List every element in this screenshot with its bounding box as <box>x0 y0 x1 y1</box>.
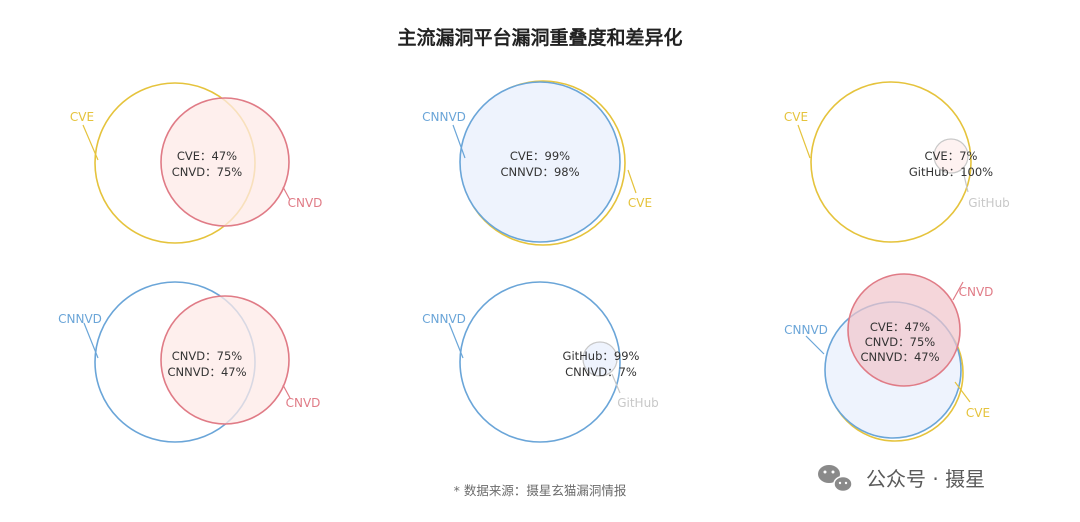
overlap-line: CVE：47% <box>870 320 930 334</box>
venn-cnnvd-cnvd: CNNVD CNVD CNVD：75% CNNVD：47% <box>58 281 321 443</box>
overlap-line: CNNVD：47% <box>860 350 939 364</box>
set-label-cnvd: CNVD <box>959 285 994 299</box>
label-leader-github <box>611 373 621 394</box>
overlap-line: CNVD：75% <box>172 165 242 179</box>
label-leader-cnvd <box>952 281 964 301</box>
label-leader-cve <box>797 124 811 159</box>
overlap-line: GitHub：100% <box>909 165 993 179</box>
overlap-line: GitHub：99% <box>563 349 640 363</box>
overlap-line: CNNVD：98% <box>500 165 579 179</box>
circle-cnnvd <box>459 281 621 443</box>
circle-cve <box>810 81 972 243</box>
figure-title: 主流漏洞平台漏洞重叠度和差异化 <box>397 26 682 49</box>
data-source-footnote: * 数据来源：摄星玄猫漏洞情报 <box>454 483 627 498</box>
label-leader-cve <box>627 169 637 194</box>
set-label-cve: CVE <box>628 196 652 210</box>
brand-watermark: 公众号 · 摄星 <box>866 467 985 491</box>
circle-cnvd <box>160 295 290 425</box>
set-label-github: GitHub <box>968 196 1010 210</box>
venn-cve-cnvd-cnnvd: CNVD CNNVD CVE CVE：47% CNVD：75% CNNVD：47… <box>784 273 994 442</box>
label-leader-cnnvd <box>452 124 466 159</box>
wechat-icon <box>818 465 853 493</box>
overlap-line: CVE：47% <box>177 149 237 163</box>
set-label-cve: CVE <box>784 110 808 124</box>
venn-cve-cnnvd: CNNVD CVE CVE：99% CNNVD：98% <box>422 80 652 246</box>
circle-cnvd <box>847 273 961 387</box>
circle-github <box>582 341 618 377</box>
venn-cve-cnvd: CVE CNVD CVE：47% CNVD：75% <box>70 82 323 244</box>
venn-cve-github: CVE GitHub CVE：7% GitHub：100% <box>784 81 1010 243</box>
circle-cnnvd <box>459 81 621 243</box>
circle-github <box>933 138 969 174</box>
set-label-cnnvd: CNNVD <box>784 323 828 337</box>
set-label-cnnvd: CNNVD <box>422 110 466 124</box>
set-label-cve: CVE <box>966 406 990 420</box>
label-leader-cnnvd <box>83 322 99 359</box>
set-label-cnvd: CNVD <box>288 196 323 210</box>
overlap-line: CNVD：75% <box>865 335 935 349</box>
label-leader-cve <box>82 124 99 161</box>
label-leader-cve <box>954 381 971 403</box>
label-leader-github <box>962 170 969 193</box>
venn-cnnvd-github: CNNVD GitHub GitHub：99% CNNVD：7% <box>422 281 659 443</box>
set-label-cve: CVE <box>70 110 94 124</box>
set-label-cnvd: CNVD <box>286 396 321 410</box>
set-label-cnnvd: CNNVD <box>58 312 102 326</box>
set-label-cnnvd: CNNVD <box>422 312 466 326</box>
set-label-github: GitHub <box>617 396 659 410</box>
overlap-line: CNVD：75% <box>172 349 242 363</box>
label-leader-cnnvd <box>805 335 825 355</box>
label-leader-cnnvd <box>448 322 464 359</box>
overlap-line: CNNVD：7% <box>565 365 637 379</box>
overlap-line: CNNVD：47% <box>167 365 246 379</box>
label-leader-cnvd <box>282 186 291 201</box>
overlap-line: CVE：7% <box>925 149 978 163</box>
overlap-line: CVE：99% <box>510 149 570 163</box>
circle-cnvd <box>160 97 290 227</box>
label-leader-cnvd <box>282 384 291 399</box>
